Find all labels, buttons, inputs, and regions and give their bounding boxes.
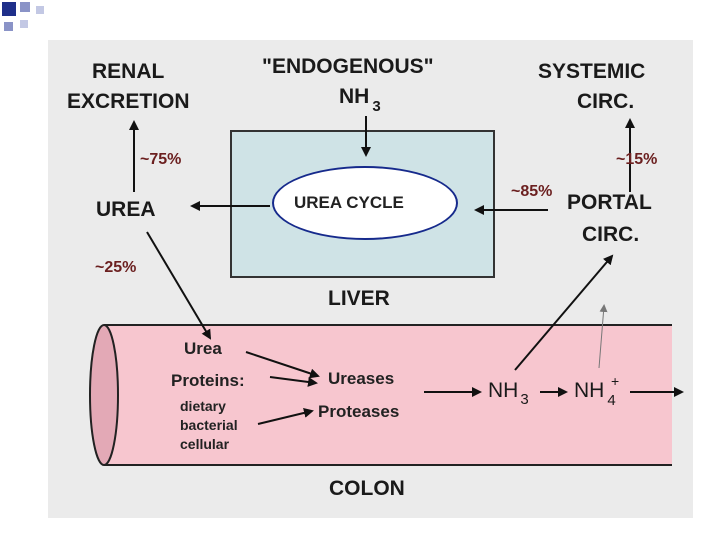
corner-square-small xyxy=(4,22,13,31)
cellular-label: cellular xyxy=(180,436,230,452)
urea-cycle-ellipse xyxy=(272,166,458,240)
colon-nh4-label: NH +4 xyxy=(574,374,619,408)
percent-15-label: ~15% xyxy=(616,151,658,168)
proteases-label: Proteases xyxy=(318,402,400,421)
renal-excretion-label: RENAL xyxy=(92,60,165,83)
nh-text: NH xyxy=(574,379,605,402)
colon-urea-label: Urea xyxy=(184,339,222,358)
arrow-urea-to-colon xyxy=(146,231,212,340)
arrow-sources-to-proteases xyxy=(257,408,314,425)
liver-label: LIVER xyxy=(328,287,390,310)
colon-tube xyxy=(104,325,672,465)
percent-85-label: ~85% xyxy=(511,183,553,200)
systemic-circ-label: CIRC. xyxy=(577,90,635,113)
bacterial-label: bacterial xyxy=(180,417,238,433)
corner-square-small xyxy=(20,2,30,12)
arrow-urea-to-ureases xyxy=(245,351,320,379)
portal-circ-label: CIRC. xyxy=(582,223,640,246)
urea-label: UREA xyxy=(96,198,156,221)
endogenous-label: "ENDOGENOUS" xyxy=(262,55,434,78)
arrow-nh4-thin xyxy=(598,304,608,369)
charge-plus: + xyxy=(611,373,620,389)
corner-square-large xyxy=(2,2,16,16)
dietary-label: dietary xyxy=(180,398,226,414)
colon-label: COLON xyxy=(329,477,405,500)
subscript-4: 4 xyxy=(607,392,616,409)
urea-cycle-label: UREA CYCLE xyxy=(294,193,404,212)
percent-75-label: ~75% xyxy=(140,151,182,168)
arrow-proteins-to-ureases xyxy=(269,376,318,387)
percent-25-label: ~25% xyxy=(95,259,137,276)
subscript-3: 3 xyxy=(520,391,529,408)
arrow-nh3-to-portal xyxy=(514,254,614,371)
renal-excretion-label: EXCRETION xyxy=(67,90,190,113)
portal-circ-label: PORTAL xyxy=(567,191,652,214)
corner-square-small xyxy=(36,6,44,14)
systemic-circ-label: SYSTEMIC xyxy=(538,60,646,83)
ureases-label: Ureases xyxy=(328,369,395,388)
nh-text: NH xyxy=(339,85,370,108)
corner-square-small xyxy=(20,20,28,28)
nh-text: NH xyxy=(488,379,519,402)
colon-proteins-label: Proteins: xyxy=(171,371,245,390)
subscript-3: 3 xyxy=(372,98,381,115)
colon-tube-end xyxy=(89,324,119,466)
